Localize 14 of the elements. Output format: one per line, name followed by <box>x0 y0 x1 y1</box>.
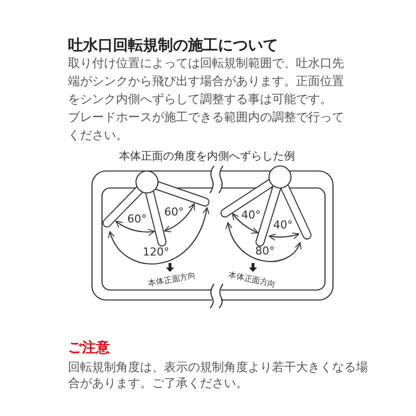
figure-caption: 本体正面の角度を内側へずらした例 <box>119 150 295 162</box>
direction-label: 本体正面方向 <box>228 271 276 289</box>
angle-label: 40° <box>273 220 293 230</box>
angle-label: 60° <box>164 206 184 218</box>
angle-label: 40° <box>241 210 261 220</box>
warning-heading: ご注意 <box>68 339 110 357</box>
heading: 吐水口回転規制の施工について <box>68 36 278 54</box>
angle-label: 120° <box>142 246 170 258</box>
angle-label: 60° <box>127 214 147 224</box>
paragraph: ブレードホースが施工できる範囲内の調整で行ってください。 <box>68 109 345 144</box>
paragraph: 取り付け位置によっては回転規制範囲で、吐水口先端がシンクから飛び出す場合があります。正面位置をシンク内側へずらして調整する事は可能です。 <box>68 55 345 108</box>
note-text: 回転規制角度は、表示の規制角度より若干大きくなる場合があります。ご了承ください。 <box>68 359 369 391</box>
angle-label: 80° <box>255 246 275 256</box>
direction-label: 本体正面方向 <box>148 272 196 288</box>
